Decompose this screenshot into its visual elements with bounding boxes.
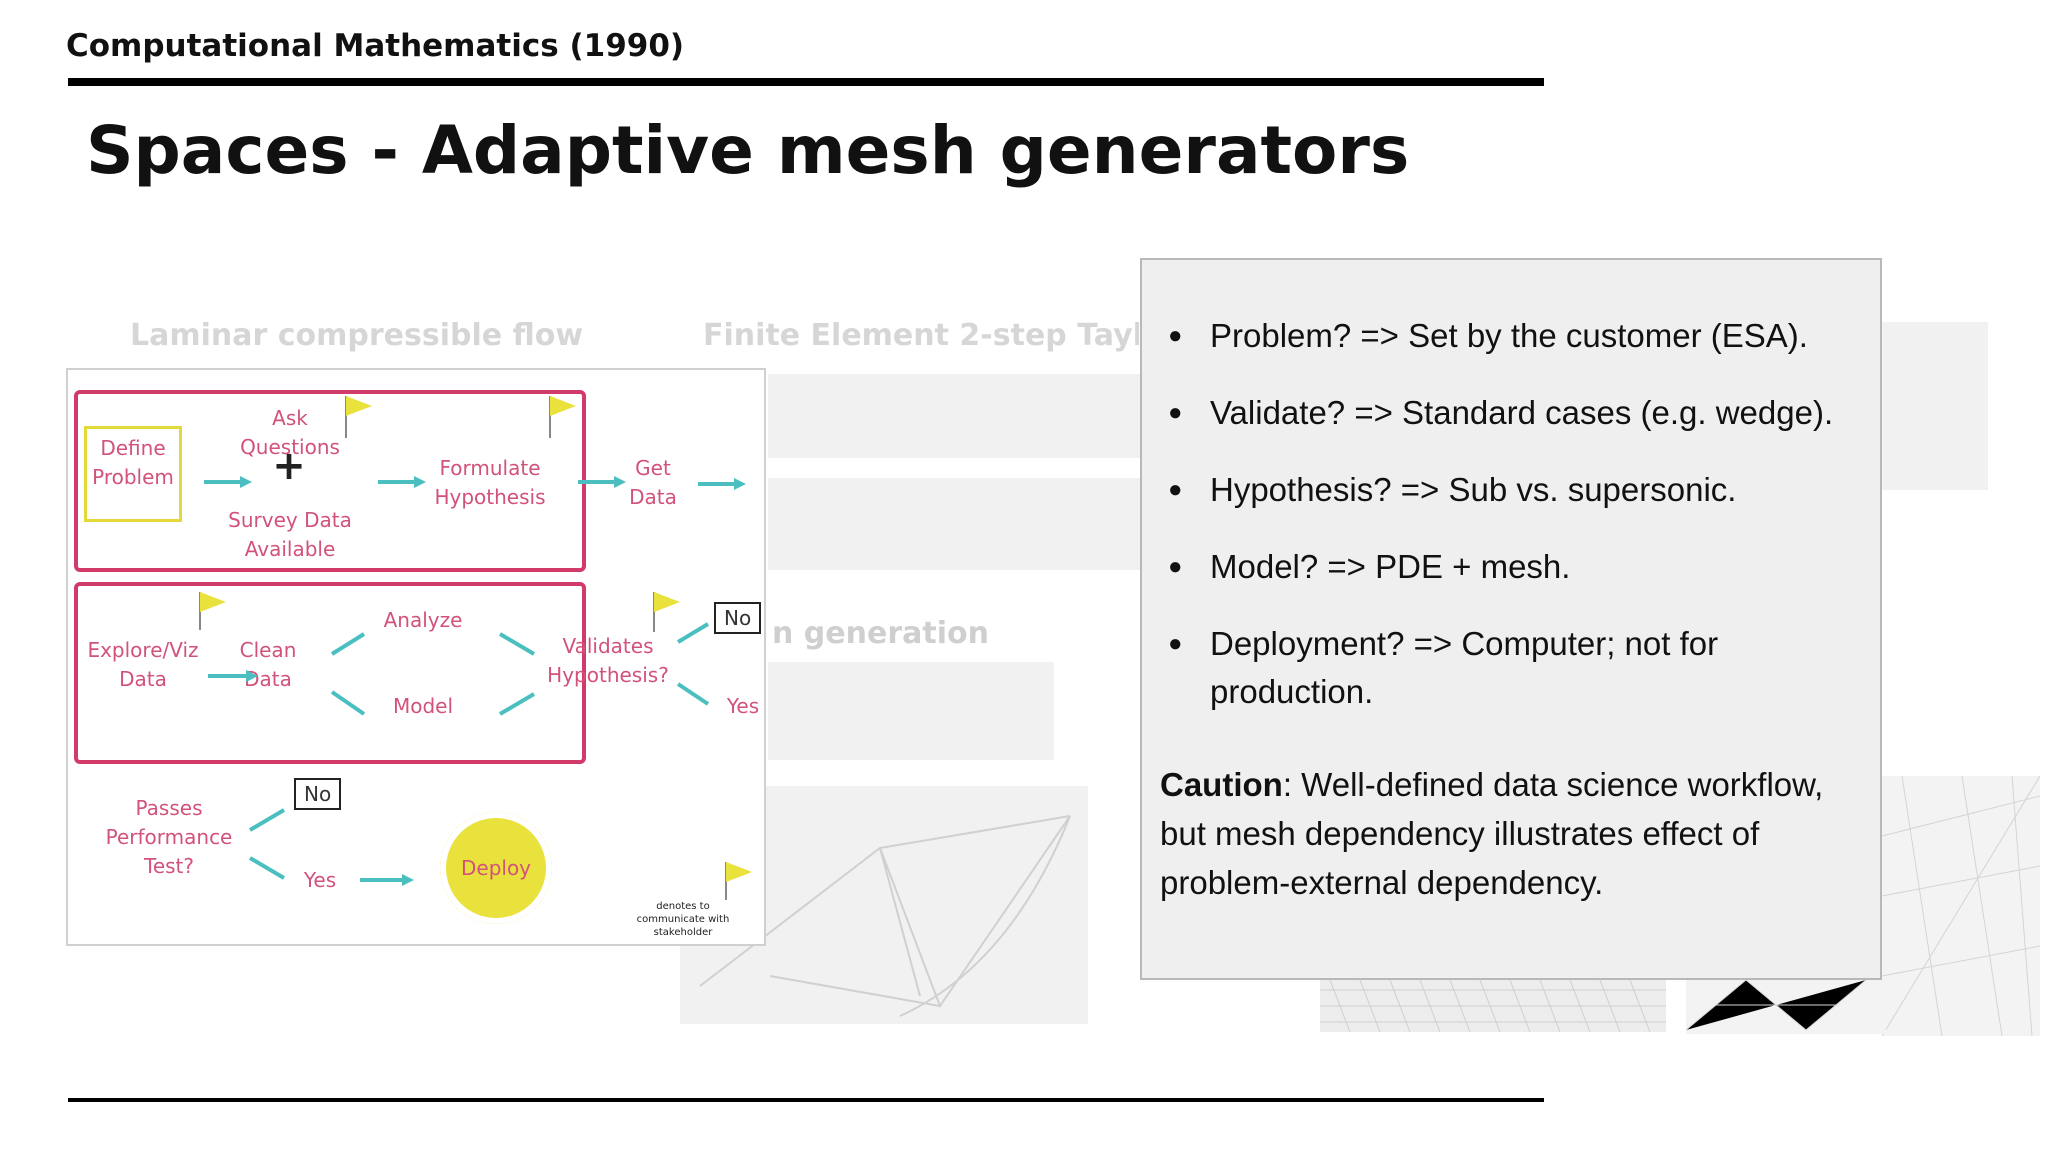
bullet-hypothesis: Hypothesis? => Sub vs. supersonic. (1164, 466, 1864, 514)
yes-label-validate: Yes (726, 694, 760, 718)
slide-title: Spaces - Adaptive mesh generators (86, 112, 1410, 189)
validates-hypothesis-label: Validates Hypothesis? (547, 634, 669, 687)
no-badge-performance: No (294, 778, 342, 810)
equation-image-2 (768, 478, 1140, 570)
stakeholder-flags (199, 396, 752, 900)
define-problem-box (84, 426, 182, 522)
taylor-label: Finite Element 2-step Taylor- (703, 318, 1139, 353)
arrow-clean-to-model (330, 690, 366, 716)
equation-image-3 (768, 662, 1054, 760)
flag-icon (654, 592, 680, 612)
caution-paragraph: Caution: Well-defined data science workf… (1160, 760, 1870, 907)
footer-divider (68, 1098, 1544, 1102)
laminar-flow-label: Laminar compressible flow (130, 318, 584, 353)
survey-data-label: Survey Data Available (228, 508, 352, 561)
header-divider (68, 78, 1544, 86)
arrow-validate-to-yes (676, 682, 710, 706)
flag-icon (550, 396, 576, 416)
triangle-mesh-image-3 (1686, 980, 1886, 1034)
flag-icon (726, 862, 752, 882)
explore-viz-label: Explore/Viz Data (87, 638, 199, 691)
flag-icon (346, 396, 372, 416)
clean-data-label: Clean Data (239, 638, 297, 691)
flowchart-arrows (199, 396, 752, 900)
arrow-validate-to-no (676, 622, 710, 644)
define-problem-label: Define Problem (92, 436, 174, 489)
no-badge-validate: No (714, 602, 762, 634)
right-strip-image (1882, 322, 1988, 490)
analysis-group (74, 582, 586, 764)
passes-performance-label: Passes Performance Test? (105, 796, 233, 878)
arrow-analyze-to-validate (498, 632, 536, 656)
yes-label-performance: Yes (303, 868, 337, 892)
caution-text: : Well-defined data science workflow, bu… (1160, 766, 1824, 901)
arrow-model-to-validate (498, 692, 536, 716)
plus-sign: + (272, 443, 306, 489)
mesh-generation-label: n generation (772, 616, 989, 651)
caution-label: Caution (1160, 766, 1283, 803)
arrow-clean-to-analyze (330, 632, 366, 656)
bullet-deployment: Deployment? => Computer; not for product… (1164, 620, 1770, 716)
flag-legend-text: denotes to communicate with stakeholder (636, 901, 730, 938)
bullet-model: Model? => PDE + mesh. (1164, 543, 1864, 591)
notes-callout-panel: Problem? => Set by the customer (ESA). V… (1140, 258, 1882, 980)
triangle-mesh-image-1 (1320, 980, 1666, 1032)
bullet-validate: Validate? => Standard cases (e.g. wedge)… (1164, 389, 1864, 437)
formulate-hypothesis-label: Formulate Hypothesis (434, 456, 546, 509)
analyze-label: Analyze (383, 608, 463, 632)
arrow-passes-to-no (248, 808, 286, 832)
course-title: Computational Mathematics (1990) (66, 28, 685, 64)
bullet-problem: Problem? => Set by the customer (ESA). (1164, 312, 1864, 360)
bullet-list: Problem? => Set by the customer (ESA). V… (1164, 312, 1864, 745)
get-data-label: Get Data (629, 456, 677, 509)
deploy-circle (440, 812, 552, 924)
deploy-label: Deploy (460, 856, 532, 880)
arrow-passes-to-yes (248, 856, 286, 880)
data-science-workflow-diagram: Define Problem Ask Questions + Survey Da… (66, 368, 766, 946)
equation-image-1 (768, 374, 1140, 458)
triangle-mesh-image-2 (1882, 776, 2040, 1036)
model-label: Model (392, 694, 454, 718)
ask-questions-label: Ask Questions (240, 406, 340, 459)
flag-icon (200, 592, 226, 612)
